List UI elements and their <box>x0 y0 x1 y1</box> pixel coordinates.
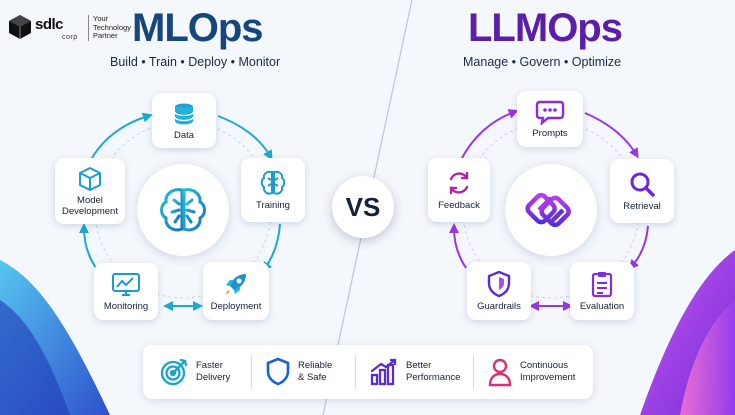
card-data[interactable]: Data <box>152 93 216 148</box>
benefit-better-performance: Better Performance <box>369 345 460 399</box>
mlops-brain-hub <box>137 164 229 256</box>
benefits-bar: Faster Delivery Reliable & Safe Better P… <box>143 345 593 399</box>
benefit-line: & Safe <box>298 372 327 383</box>
card-training-label: Training <box>256 200 290 211</box>
card-evaluation[interactable]: Evaluation <box>570 262 634 320</box>
benefit-text: Better Performance <box>406 360 460 384</box>
card-evaluation-label: Evaluation <box>579 301 625 312</box>
sdlc-logo: sdlc corp Your Technology Partner <box>8 10 131 44</box>
card-data-label: Data <box>173 129 195 141</box>
llmops-subtitle: Manage • Govern • Optimize <box>463 55 622 69</box>
rocket-icon <box>225 274 246 295</box>
3d-cube-icon <box>79 166 101 191</box>
llmops-title: LLMOps <box>468 6 623 50</box>
card-model-development[interactable]: Model Development <box>55 158 125 224</box>
benefit-line: Faster <box>196 360 223 371</box>
benefit-text: Continuous Improvement <box>520 360 575 384</box>
benefit-reliable-safe: Reliable & Safe <box>265 345 332 399</box>
tagline-line: Technology <box>93 22 131 32</box>
divider <box>473 355 474 389</box>
tagline-line: Partner <box>93 31 118 40</box>
vs-badge: VS <box>332 176 394 238</box>
logo-corp: corp <box>62 34 78 41</box>
card-prompts[interactable]: Prompts <box>517 91 583 147</box>
card-guardrails[interactable]: Guardrails <box>467 262 531 320</box>
divider <box>251 355 252 389</box>
benefit-faster-delivery: Faster Delivery <box>159 345 230 399</box>
card-deployment[interactable]: Deployment <box>203 262 269 320</box>
card-training[interactable]: Training <box>241 158 305 222</box>
logo-brand: sdlc <box>35 16 64 33</box>
database-icon <box>174 103 194 124</box>
card-feedback[interactable]: Feedback <box>428 158 490 222</box>
benefit-text: Faster Delivery <box>196 360 230 384</box>
bar-chart-icon <box>370 358 397 386</box>
model-dev-line: Model <box>77 194 103 206</box>
card-monitoring-label: Monitoring <box>103 300 149 312</box>
target-icon <box>160 358 188 386</box>
card-model-development-label: Model Development <box>62 195 118 217</box>
benefit-line: Reliable <box>298 360 333 371</box>
card-deployment-label: Deployment <box>210 301 262 312</box>
monitor-chart-icon <box>112 272 140 296</box>
shield-icon <box>266 357 290 386</box>
card-retrieval[interactable]: Retrieval <box>610 159 674 223</box>
refresh-cycle-icon <box>449 171 469 195</box>
card-guardrails-label: Guardrails <box>477 301 521 312</box>
brain-icon <box>260 170 286 195</box>
benefit-line: Better <box>406 360 432 371</box>
chat-bubble-icon <box>535 100 565 125</box>
mlops-subtitle: Build • Train • Deploy • Monitor <box>110 55 281 69</box>
benefit-line: Performance <box>406 372 461 383</box>
benefit-text: Reliable & Safe <box>298 360 332 384</box>
card-feedback-label: Feedback <box>438 200 480 211</box>
logo-tagline: Your Technology Partner <box>88 14 131 41</box>
magnifier-icon <box>630 172 655 197</box>
mlops-title: MLOps <box>132 6 264 50</box>
llmops-hub <box>505 164 597 256</box>
cube-logo-icon <box>9 15 31 39</box>
divider <box>355 355 356 389</box>
interlocked-diamonds-icon <box>525 192 571 228</box>
model-dev-line: Development <box>62 205 118 217</box>
tagline-line: Your <box>93 14 109 23</box>
brain-circuit-icon <box>160 188 206 232</box>
benefit-line: Improvement <box>520 372 576 383</box>
person-icon <box>488 358 512 387</box>
card-prompts-label: Prompts <box>532 128 568 139</box>
shield-icon <box>487 270 511 298</box>
benefit-line: Continuous <box>520 360 569 371</box>
benefit-line: Delivery <box>196 372 231 383</box>
card-retrieval-label: Retrieval <box>623 201 661 212</box>
benefit-continuous-improvement: Continuous Improvement <box>487 345 575 399</box>
clipboard-checklist-icon <box>591 272 613 298</box>
card-monitoring[interactable]: Monitoring <box>94 263 158 320</box>
